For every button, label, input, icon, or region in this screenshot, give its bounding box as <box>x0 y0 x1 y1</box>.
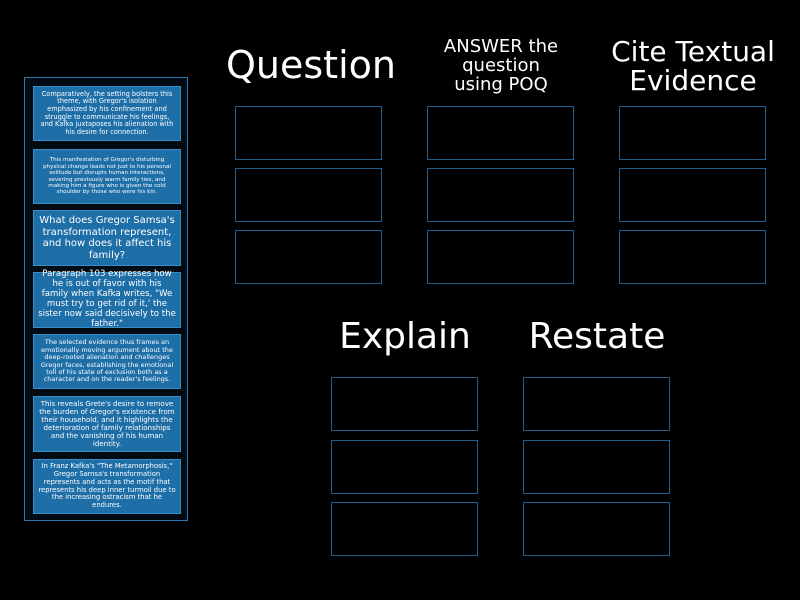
cite-drop-zone-1[interactable] <box>619 106 766 160</box>
card-text: Comparatively, the setting bolsters this… <box>40 89 174 136</box>
draggable-card-1[interactable]: Comparatively, the setting bolsters this… <box>33 86 181 141</box>
restate-drop-zone-1[interactable] <box>523 377 670 431</box>
explain-drop-zone-3[interactable] <box>331 502 478 556</box>
explain-drop-zone-2[interactable] <box>331 440 478 494</box>
draggable-card-2[interactable]: This manifestation of Gregor's disturbin… <box>33 149 181 204</box>
draggable-card-7[interactable]: In Franz Kafka's "The Metamorphosis," Gr… <box>33 459 181 514</box>
card-text: What does Gregor Samsa's transformation … <box>39 215 175 261</box>
card-text: Paragraph 103 expresses how he is out of… <box>38 269 176 329</box>
explain-drop-zone-1[interactable] <box>331 377 478 431</box>
card-text: In Franz Kafka's "The Metamorphosis," Gr… <box>38 462 176 510</box>
explain-heading: Explain <box>339 316 471 357</box>
draggable-card-5[interactable]: The selected evidence thus frames an emo… <box>33 334 181 389</box>
cite-drop-zone-3[interactable] <box>619 230 766 284</box>
card-tray: Comparatively, the setting bolsters this… <box>24 77 188 521</box>
answer-drop-zone-1[interactable] <box>427 106 574 160</box>
answer-heading: ANSWER the question using POQ <box>443 36 559 95</box>
card-text: The selected evidence thus frames an emo… <box>40 338 174 384</box>
answer-drop-zone-2[interactable] <box>427 168 574 222</box>
question-drop-zone-2[interactable] <box>235 168 382 222</box>
answer-drop-zone-3[interactable] <box>427 230 574 284</box>
restate-drop-zone-2[interactable] <box>523 440 670 494</box>
card-text: This manifestation of Gregor's disturbin… <box>42 157 171 196</box>
restate-drop-zone-3[interactable] <box>523 502 670 556</box>
draggable-card-6[interactable]: This reveals Grete's desire to remove th… <box>33 396 181 452</box>
restate-heading: Restate <box>528 316 666 357</box>
question-drop-zone-3[interactable] <box>235 230 382 284</box>
question-heading: Question <box>226 43 396 87</box>
cite-drop-zone-2[interactable] <box>619 168 766 222</box>
card-text: This reveals Grete's desire to remove th… <box>39 398 175 449</box>
cite-heading: Cite Textual Evidence <box>611 35 775 98</box>
draggable-card-4[interactable]: Paragraph 103 expresses how he is out of… <box>33 269 181 329</box>
question-drop-zone-1[interactable] <box>235 106 382 160</box>
draggable-card-3[interactable]: What does Gregor Samsa's transformation … <box>33 210 181 266</box>
